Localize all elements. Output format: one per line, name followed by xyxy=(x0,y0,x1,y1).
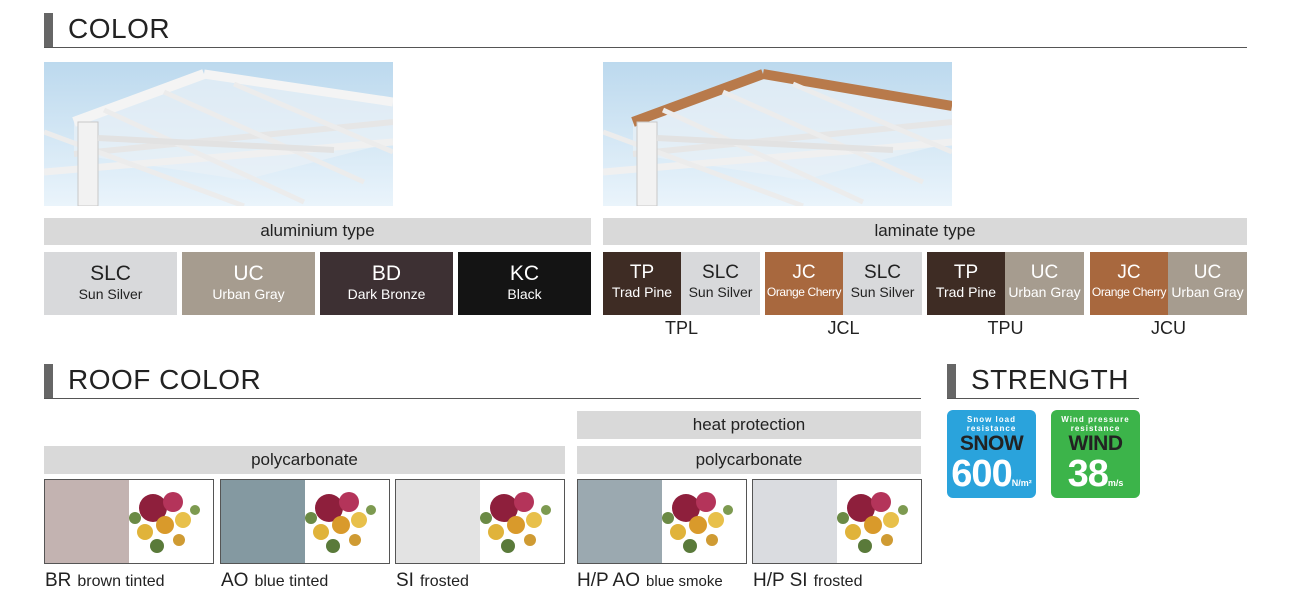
wind-label: WIND xyxy=(1068,432,1124,455)
roof-desc: brown tinted xyxy=(77,573,165,590)
swatch-code: BD xyxy=(371,262,402,285)
combo-label-tpu: TPU xyxy=(987,318,1024,338)
roof-desc: frosted xyxy=(813,573,863,590)
swatch-code: JC xyxy=(792,262,816,283)
swatch-code: JC xyxy=(1117,262,1141,283)
combo-jcl: JC Orange Cherry SLC Sun Silver xyxy=(765,252,922,315)
combo-left-swatch: JC Orange Cherry xyxy=(1090,252,1168,315)
swatch-code: SLC xyxy=(702,262,739,283)
roof-sample-br xyxy=(44,479,214,564)
roof-color-title-text: ROOF COLOR xyxy=(68,364,262,395)
swatch-name: Orange Cherry xyxy=(1091,285,1167,299)
heat-protection-label: heat protection xyxy=(577,411,921,439)
title-bar-decoration xyxy=(44,13,53,47)
swatch-code: TP xyxy=(629,262,655,283)
aluminium-type-label: aluminium type xyxy=(44,218,591,245)
strength-title-text: STRENGTH xyxy=(971,364,1129,395)
swatch-name: Sun Silver xyxy=(850,284,915,300)
wind-unit: m/s xyxy=(1107,478,1124,488)
combo-left-swatch: TP Trad Pine xyxy=(927,252,1005,315)
roof-label-ao: AO blue tinted xyxy=(221,570,328,592)
snow-load-badge: Snow load resistance SNOW 600N/m² xyxy=(947,410,1036,498)
swatch-uc: UC Urban Gray xyxy=(182,252,315,315)
title-bar-decoration xyxy=(44,364,53,398)
combo-left-swatch: TP Trad Pine xyxy=(603,252,681,315)
wind-value: 38 xyxy=(1067,453,1109,495)
roof-sample-illustration xyxy=(221,480,389,563)
roof-code: AO xyxy=(221,570,249,591)
swatch-name: Sun Silver xyxy=(688,284,753,300)
snow-line1: Snow load xyxy=(967,415,1016,424)
swatch-kc: KC Black xyxy=(458,252,591,315)
roof-sample-illustration xyxy=(753,480,921,563)
swatch-code: SLC xyxy=(864,262,901,283)
roof-sample-illustration xyxy=(578,480,746,563)
wind-pressure-badge: Wind pressure resistance WIND 38m/s xyxy=(1051,410,1140,498)
combo-tpu: TP Trad Pine UC Urban Gray xyxy=(927,252,1084,315)
swatch-code: KC xyxy=(509,262,540,285)
swatch-name: Urban Gray xyxy=(1171,284,1244,300)
swatch-bd: BD Dark Bronze xyxy=(320,252,453,315)
roof-desc: frosted xyxy=(419,573,469,590)
combo-right-swatch: SLC Sun Silver xyxy=(681,252,760,315)
roof-desc: blue smoke xyxy=(646,573,723,590)
snow-label: SNOW xyxy=(959,432,1024,455)
laminate-product-image xyxy=(603,62,952,206)
roof-label-hp-si: H/P SI frosted xyxy=(753,570,862,592)
polycarbonate-label-1: polycarbonate xyxy=(44,446,565,474)
swatch-code: UC xyxy=(233,262,264,285)
wind-line2: resistance xyxy=(1070,424,1121,433)
color-section-title: COLOR xyxy=(44,11,1247,48)
wind-line1: Wind pressure xyxy=(1061,415,1130,424)
combo-left-swatch: JC Orange Cherry xyxy=(765,252,843,315)
swatch-slc: SLC Sun Silver xyxy=(44,252,177,315)
swatch-name: Urban Gray xyxy=(212,286,285,302)
strength-section-title: STRENGTH xyxy=(947,362,1139,399)
swatch-code: SLC xyxy=(90,262,131,285)
title-bar-decoration xyxy=(947,364,956,398)
roof-desc: blue tinted xyxy=(254,573,329,590)
aluminium-product-image xyxy=(44,62,393,206)
roof-code: BR xyxy=(45,570,72,591)
roof-sample-illustration xyxy=(45,480,213,563)
combo-jcu: JC Orange Cherry UC Urban Gray xyxy=(1090,252,1247,315)
combo-tpl: TP Trad Pine SLC Sun Silver xyxy=(603,252,760,315)
snow-value: 600 xyxy=(951,453,1012,495)
combo-label-jcu: JCU xyxy=(1151,318,1186,338)
roof-code: SI xyxy=(396,570,414,591)
swatch-name: Sun Silver xyxy=(78,286,143,302)
roof-sample-illustration xyxy=(396,480,564,563)
laminate-type-label: laminate type xyxy=(603,218,1247,245)
swatch-name: Orange Cherry xyxy=(766,285,842,299)
swatch-code: TP xyxy=(953,262,979,283)
combo-right-swatch: UC Urban Gray xyxy=(1168,252,1247,315)
roof-label-br: BR brown tinted xyxy=(45,570,165,592)
color-title-text: COLOR xyxy=(68,13,171,44)
roof-code: H/P AO xyxy=(577,570,641,591)
roof-sample-ao xyxy=(220,479,390,564)
combo-label-tpl: TPL xyxy=(664,318,698,338)
roof-sample-hp-ao xyxy=(577,479,747,564)
roof-color-section-title: ROOF COLOR xyxy=(44,362,921,399)
swatch-code: UC xyxy=(1193,262,1222,283)
polycarbonate-label-2: polycarbonate xyxy=(577,446,921,474)
snow-line2: resistance xyxy=(966,424,1017,433)
swatch-name: Urban Gray xyxy=(1008,284,1081,300)
swatch-name: Black xyxy=(507,286,542,302)
roof-sample-si xyxy=(395,479,565,564)
combo-label-jcl: JCL xyxy=(827,318,860,338)
roof-label-hp-ao: H/P AO blue smoke xyxy=(577,570,723,592)
combo-right-swatch: SLC Sun Silver xyxy=(843,252,922,315)
swatch-code: UC xyxy=(1030,262,1059,283)
swatch-name: Dark Bronze xyxy=(347,286,426,302)
swatch-name: Trad Pine xyxy=(611,284,673,300)
roof-code: H/P SI xyxy=(753,570,808,591)
roof-sample-hp-si xyxy=(752,479,922,564)
swatch-name: Trad Pine xyxy=(935,284,997,300)
snow-unit: N/m² xyxy=(1011,478,1032,488)
combo-right-swatch: UC Urban Gray xyxy=(1005,252,1084,315)
roof-label-si: SI frosted xyxy=(396,570,469,592)
